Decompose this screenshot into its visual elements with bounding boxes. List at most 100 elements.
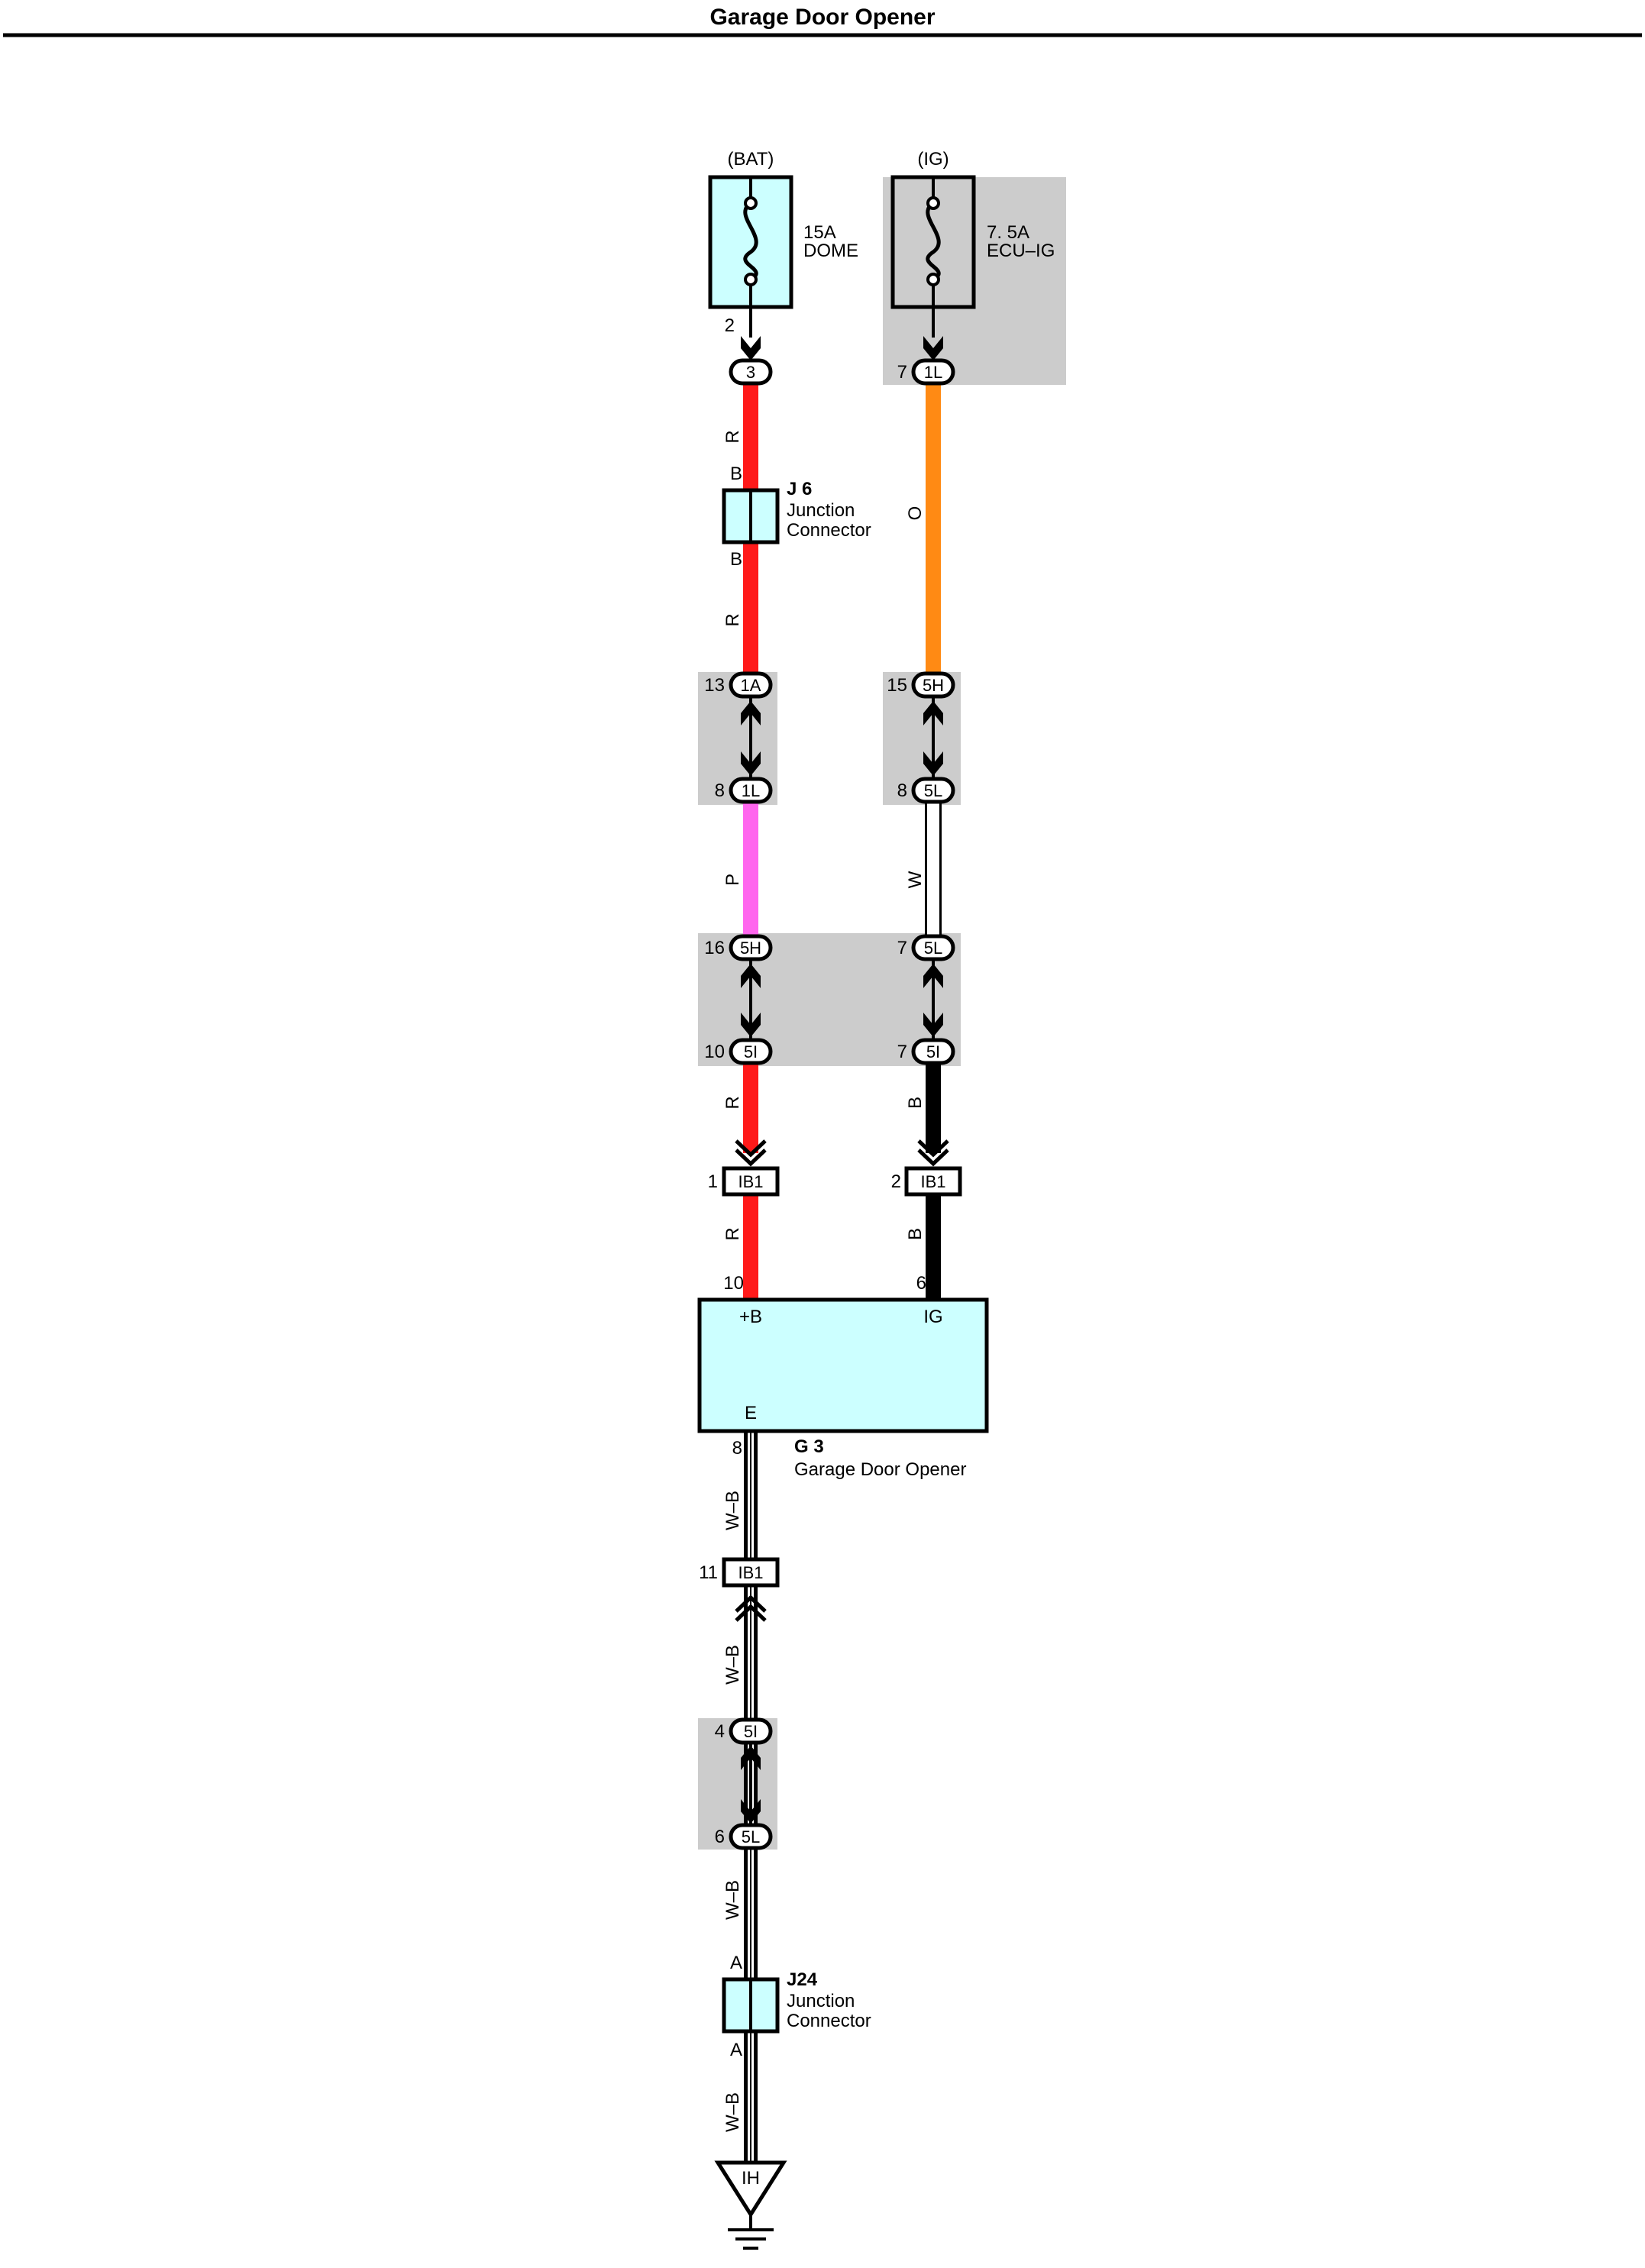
connector-code: 1L	[742, 781, 760, 800]
ig-source-label: (IG)	[917, 149, 949, 170]
connector-code: IB1	[738, 1172, 763, 1191]
connector-ib1-ground	[722, 1557, 780, 1588]
connector-5h	[911, 671, 955, 699]
connector-code: 5I	[744, 1042, 758, 1061]
dome-fuse-rating: 15A	[803, 222, 836, 243]
connector-code: IB1	[738, 1563, 763, 1582]
arrow-down-icon	[923, 336, 943, 360]
j6-line1: Junction	[787, 500, 855, 521]
component-pin-ig: 6	[916, 1273, 926, 1294]
connector-code: 5I	[926, 1042, 940, 1061]
wire-color-code: R	[722, 613, 743, 626]
connector-1a	[729, 671, 773, 699]
connector-pin: 8	[897, 780, 907, 801]
connector-pin: 8	[715, 780, 725, 801]
double-arrow-icon	[741, 1743, 761, 1827]
connector-code: IB1	[920, 1172, 945, 1191]
wire-color-code: W–B	[722, 2092, 743, 2132]
connector-1l-ig	[911, 358, 955, 386]
terminal-ig: IG	[923, 1307, 942, 1327]
connector-5i-ground	[729, 1717, 773, 1745]
component-pin-bat: 10	[723, 1273, 744, 1294]
connector-code: 5L	[924, 939, 942, 958]
junction-connector-j24	[722, 1977, 780, 2034]
wire-color-code: W–B	[722, 1645, 743, 1685]
component-pin-ground: 8	[732, 1438, 742, 1459]
wire-color-code: W–B	[722, 1880, 743, 1920]
connector-5l	[911, 777, 955, 804]
dome-fuse-name: DOME	[803, 241, 858, 261]
connector-5i-right	[911, 1038, 955, 1065]
connector-code: 5L	[742, 1827, 760, 1846]
j6-pin-top: B	[730, 464, 742, 484]
j24-pin-bottom: A	[730, 2040, 742, 2060]
connector-pin: 1	[708, 1171, 718, 1192]
wire-color-code: R	[722, 1096, 743, 1109]
j24-line2: Connector	[787, 2011, 871, 2031]
connector-pin: 7	[897, 362, 907, 383]
fuse-dome	[708, 175, 793, 338]
connector-5i-left	[729, 1038, 773, 1065]
connector-code: 5H	[923, 676, 944, 695]
page-title: Garage Door Opener	[709, 5, 936, 30]
connector-code: 3	[746, 363, 755, 382]
terminal-ground: E	[745, 1403, 757, 1423]
double-arrow-icon	[923, 961, 943, 1039]
arrow-down-icon	[741, 336, 761, 360]
j6-line2: Connector	[787, 520, 871, 541]
connector-5l-right	[911, 934, 955, 961]
connector-code: 5L	[924, 781, 942, 800]
double-arrow-icon	[923, 698, 943, 777]
chevron-down-icon	[735, 1139, 767, 1167]
terminal-bat: +B	[739, 1307, 762, 1327]
chevron-down-icon	[917, 1139, 949, 1167]
component-name: Garage Door Opener	[794, 1459, 966, 1480]
wire-color-code: W	[905, 871, 926, 888]
j6-code: J 6	[787, 479, 812, 499]
fuse-dome-pin: 2	[725, 315, 735, 336]
connector-pin: 16	[704, 938, 725, 958]
connector-5h-left	[729, 934, 773, 961]
ecu-ig-fuse-rating: 7. 5A	[987, 222, 1029, 243]
wire-color-code: P	[722, 874, 743, 886]
bat-source-label: (BAT)	[728, 149, 774, 170]
connector-pin: 4	[715, 1721, 725, 1742]
connector-code: 5I	[744, 1722, 758, 1741]
double-arrow-icon	[741, 698, 761, 777]
connector-pin: 2	[891, 1171, 901, 1192]
wire-color-code: B	[905, 1228, 926, 1240]
wire-color-code: B	[905, 1097, 926, 1109]
connector-3	[729, 358, 773, 386]
connector-pin: 6	[715, 1827, 725, 1847]
junction-connector-j6	[722, 488, 780, 544]
chevron-up-icon	[735, 1594, 767, 1622]
j24-pin-top: A	[730, 1953, 742, 1973]
connector-ib1-left	[722, 1166, 780, 1197]
wire-color-code: R	[722, 430, 743, 443]
connector-code: 1A	[741, 676, 761, 695]
ground-icon	[714, 2160, 787, 2250]
connector-ib1-right	[904, 1166, 962, 1197]
garage-door-opener-unit	[697, 1297, 989, 1433]
connector-pin: 15	[887, 675, 907, 696]
connector-pin: 11	[699, 1562, 718, 1583]
connector-code: 1L	[924, 363, 942, 382]
connector-pin: 7	[897, 938, 907, 958]
connector-pin: 7	[897, 1042, 907, 1062]
connector-pin: 13	[704, 675, 725, 696]
connector-pin: 10	[704, 1042, 725, 1062]
j24-code: J24	[787, 1969, 818, 1990]
component-code: G 3	[794, 1436, 824, 1457]
wire-color-code: R	[722, 1227, 743, 1240]
ecu-ig-fuse-name: ECU–IG	[987, 241, 1055, 261]
fuse-ecu-ig	[890, 175, 976, 338]
connector-code: 5H	[740, 939, 761, 958]
j6-pin-bottom: B	[730, 549, 742, 570]
connector-1l	[729, 777, 773, 804]
j24-line1: Junction	[787, 1991, 855, 2011]
wire-color-code: O	[905, 506, 926, 521]
wire-color-code: W–B	[722, 1491, 743, 1530]
connector-5l-ground	[729, 1823, 773, 1850]
double-arrow-icon	[741, 961, 761, 1039]
